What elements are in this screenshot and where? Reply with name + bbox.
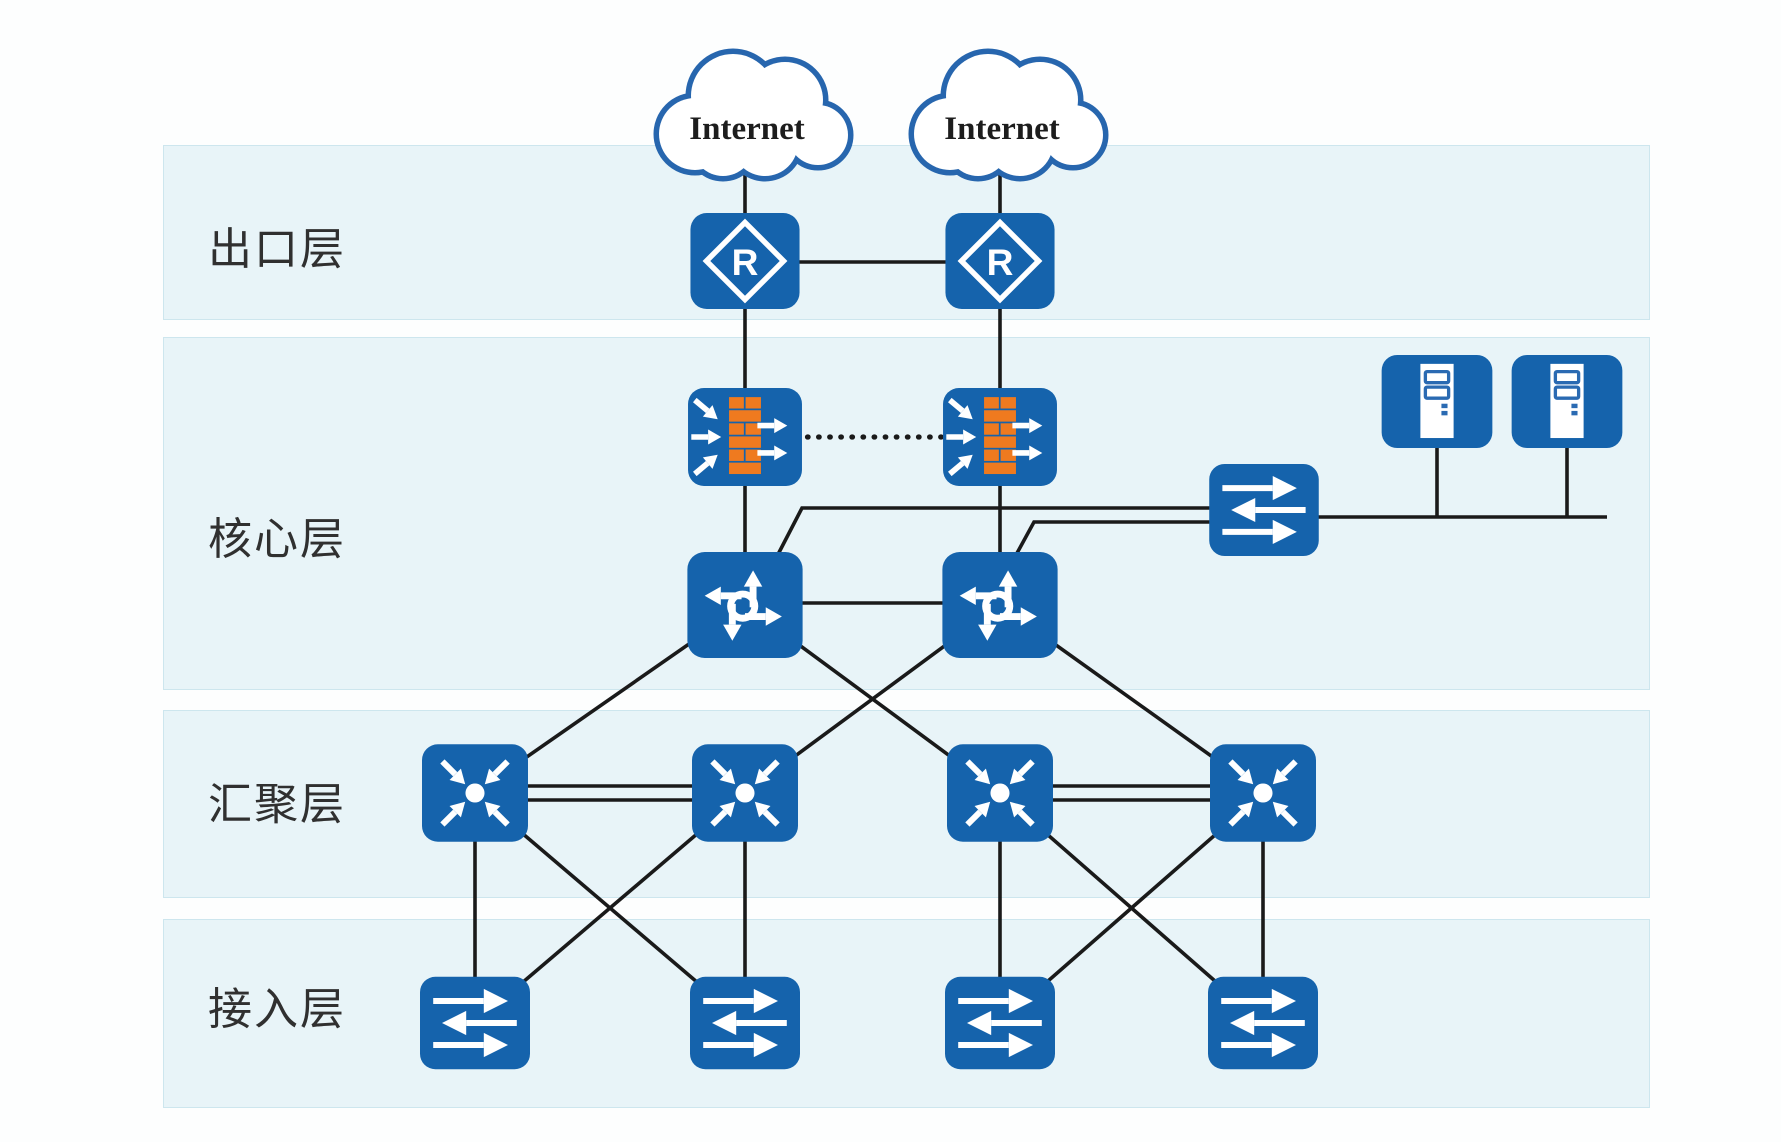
layer-label-aggregation: 汇聚层	[208, 780, 346, 829]
internet-cloud-1: Internet	[653, 48, 854, 182]
aggregation-pair-links	[500, 784, 1240, 802]
cloud-label: Internet	[689, 111, 804, 147]
router-2-icon	[944, 213, 1056, 309]
server-1-icon	[1381, 355, 1493, 448]
core-to-aggregation-links	[473, 603, 1265, 795]
core-switch-1-icon	[687, 552, 803, 658]
firewall-1-icon	[687, 388, 803, 486]
access-switch-1-icon	[420, 975, 530, 1071]
aggregation-to-access-links	[473, 791, 1265, 1025]
access-switch-4-icon	[1208, 975, 1318, 1071]
firewall-2-icon	[942, 388, 1058, 486]
aggregation-switch-1-icon	[422, 744, 528, 842]
aggregation-switch-3-icon	[947, 744, 1053, 842]
access-switch-3-icon	[945, 975, 1055, 1071]
layer-label-access: 接入层	[208, 985, 346, 1034]
core-switch-2-icon	[942, 552, 1058, 658]
layer-band-aggregation	[163, 710, 1650, 898]
cloud-label: Internet	[944, 111, 1059, 147]
access-switch-2-icon	[690, 975, 800, 1071]
internet-cloud-2: Internet	[908, 48, 1109, 182]
layer-band-access	[163, 919, 1650, 1108]
layer-label-core: 核心层	[208, 515, 346, 564]
aggregation-switch-2-icon	[692, 744, 798, 842]
layer-label-egress: 出口层	[208, 225, 346, 274]
layer-band-egress	[163, 145, 1650, 320]
server-2-icon	[1511, 355, 1623, 448]
aggregation-switch-4-icon	[1210, 744, 1316, 842]
server-switch-icon	[1208, 464, 1320, 556]
router-1-icon	[689, 213, 801, 309]
